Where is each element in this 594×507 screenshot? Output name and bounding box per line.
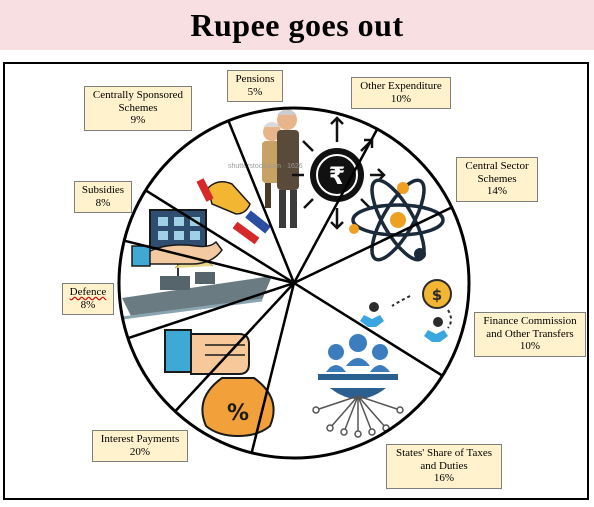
svg-text:$: $ xyxy=(432,286,442,304)
chart-title: Rupee goes out xyxy=(190,6,404,43)
slice-divider-centrally-sponsored-schemes xyxy=(127,281,295,340)
slice-divider-states-share-of-taxes-and-duties xyxy=(293,206,453,285)
chart-frame xyxy=(3,62,589,500)
coin-transfer-people-icon: $ xyxy=(360,279,452,342)
slice-divider-interest-payments xyxy=(293,281,444,377)
svg-text:%: % xyxy=(227,401,249,426)
slice-divider-finance-commission-and-other-transfers xyxy=(292,128,379,284)
slice-divider-central-sector-schemes xyxy=(227,120,296,284)
hand-percent-bag-icon: % xyxy=(164,329,275,438)
warship-icon xyxy=(121,258,272,320)
slice-divider-pensions xyxy=(123,239,295,285)
network-people-icon xyxy=(312,334,404,438)
elderly-couple-icon xyxy=(262,109,299,228)
slice-divider-subsidies xyxy=(174,282,295,413)
pie-outline xyxy=(117,106,471,460)
handshake-icon xyxy=(196,178,271,245)
title-banner: Rupee goes out xyxy=(0,0,594,50)
shutterstock-watermark: shutterstock.com · 1626 xyxy=(228,163,303,170)
slice-divider-defence xyxy=(250,282,296,454)
svg-text:₹: ₹ xyxy=(329,162,346,190)
slice-divider-other-expenditure xyxy=(144,189,295,285)
rupee-coin-arrows-icon: ₹ xyxy=(292,116,386,230)
